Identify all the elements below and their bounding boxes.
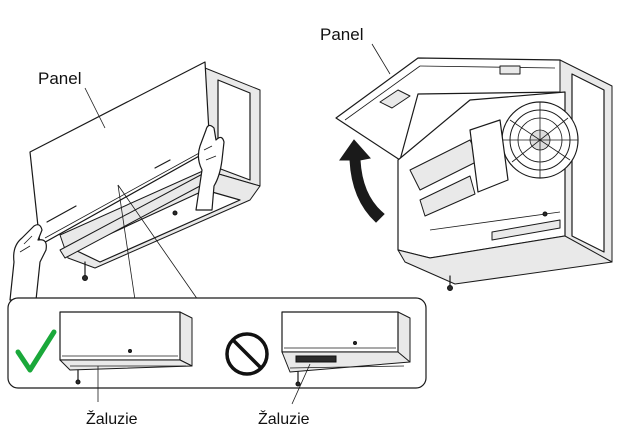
wrong-unit xyxy=(281,311,411,405)
right-hand-icon xyxy=(195,124,225,211)
louver-label-wrong: Žaluzie xyxy=(258,409,310,428)
left-hand-icon xyxy=(9,224,47,301)
panel-label-right: Panel xyxy=(320,25,363,44)
panel-left-leader xyxy=(84,87,106,129)
panel-label-left: Panel xyxy=(38,69,81,88)
prohibited-icon xyxy=(225,332,269,376)
louver-label-correct: Žaluzie xyxy=(86,409,138,428)
panel-right-leader xyxy=(371,43,391,75)
right-indoor-unit xyxy=(335,43,613,291)
left-indoor-unit xyxy=(29,61,261,281)
fan-icon xyxy=(501,101,579,179)
curved-arrow-up-icon xyxy=(339,139,385,223)
check-mark-icon xyxy=(15,329,57,373)
correct-unit xyxy=(59,311,193,402)
louver-wrong-leader xyxy=(291,363,311,405)
